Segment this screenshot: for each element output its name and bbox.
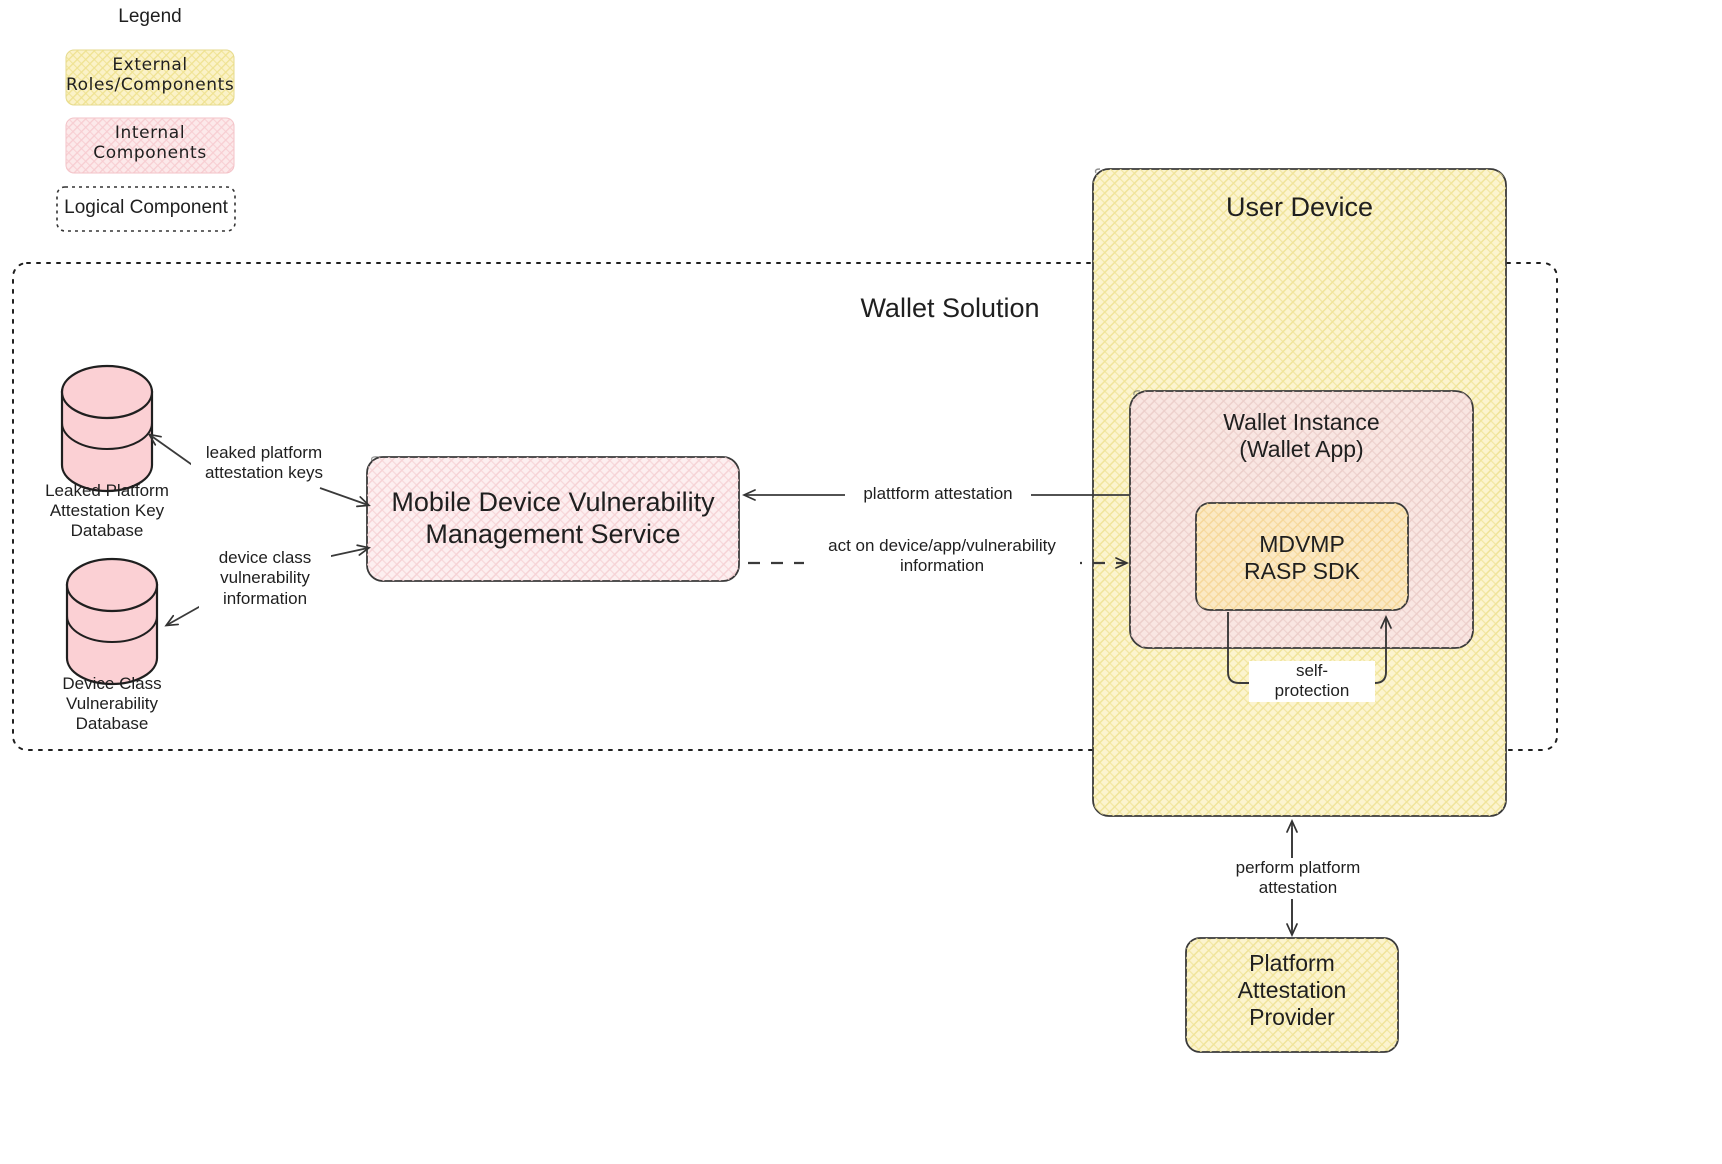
edge-label-perform-attestation: perform platform attestation (1215, 858, 1381, 899)
edge-label-leaked-keys: leaked platform attestation keys (191, 443, 337, 484)
edge-label-platform-attestation: plattform attestation (845, 484, 1031, 505)
legend-swatch-external (65, 49, 235, 106)
legend-swatch-internal (65, 117, 235, 174)
edge-label-device-class-vuln: device class vulnerability information (199, 548, 331, 610)
mdvmp-service-box (366, 456, 740, 582)
device-class-vulnerability-database-icon (65, 557, 159, 686)
legend-swatch-logical (56, 186, 236, 232)
rasp-sdk-box (1195, 502, 1409, 611)
edge-label-act-on-info: act on device/app/vulnerability informat… (804, 536, 1080, 577)
platform-attestation-provider-box (1185, 937, 1399, 1053)
edge-label-self-protection: self- protection (1249, 661, 1375, 702)
leaked-platform-attestation-key-database-icon (60, 364, 154, 493)
